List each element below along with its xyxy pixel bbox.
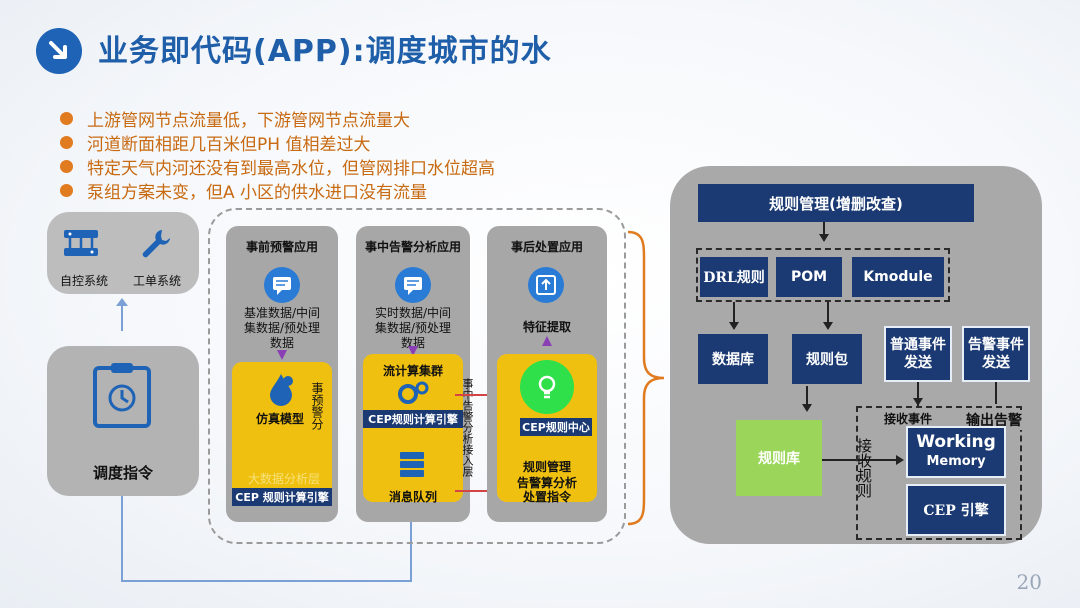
return-line-right [410, 492, 412, 582]
cep-rule-center: CEP规则中心 [520, 418, 592, 436]
pre-data-line1: 基准数据/中间 [243, 306, 321, 320]
mid-alarm-header: 事中告警分析应用 [364, 240, 461, 254]
system-label-auto-control: 自控系统 [59, 274, 108, 288]
water-drop-icon [264, 372, 298, 410]
connector-arrow-up [116, 298, 128, 306]
network-icon [62, 228, 100, 262]
mid-data-line3: 数据 [400, 336, 425, 350]
rule-library-box: 规则库 [736, 420, 822, 496]
apps-dashed-container [208, 208, 626, 544]
mid-yellow-block [363, 354, 463, 502]
bullet-item: 泵组方案未变，但A 小区的供水进口没有流量 [60, 178, 495, 203]
bullet-item: 河道断面相距几百米但PH 值相差过大 [60, 130, 495, 155]
pre-side-vertical-text: 事预警分 [310, 382, 324, 430]
receive-event-label: 接收事件 [884, 412, 933, 426]
bullet-item: 特定天气内河还没有到最高水位，但管网排口水位超高 [60, 154, 495, 179]
return-line-bottom [121, 580, 411, 582]
rule-package-box: 规则包 [792, 334, 862, 384]
working-memory-box: Working Memory [906, 426, 1006, 478]
bullet-list: 上游管网节点流量低，下游管网节点流量大 河道断面相距几百米但PH 值相差过大 特… [60, 106, 495, 203]
normal-event-send-box: 普通事件 发送 [884, 326, 952, 382]
pre-data-line3: 数据 [269, 336, 294, 350]
page-title: 业务即代码(APP):调度城市的水 [98, 34, 552, 69]
drl-rules-box: DRL规则 [700, 257, 768, 297]
arrow-head [823, 322, 833, 330]
engine-dashed-container [856, 406, 1022, 540]
mid-data-line1: 实时数据/中间 [374, 306, 452, 320]
message-icon [394, 266, 432, 308]
arrow-head [802, 404, 812, 412]
arrow-head [819, 234, 829, 242]
arrow-stem [995, 382, 997, 404]
kmodule-box: Kmodule [852, 257, 944, 297]
return-line-left [121, 496, 123, 581]
pre-data-line2: 集数据/预处理 [243, 321, 321, 335]
rule-assets-dashed [696, 248, 950, 302]
receive-rules-label: 接收规则 [855, 438, 873, 498]
lightbulb-icon [520, 360, 574, 414]
mid-data-line2: 集数据/预处理 [374, 321, 452, 335]
sim-model-label: 仿真模型 [255, 412, 304, 426]
server-icon [398, 450, 428, 482]
output-alarm-label: 输出告警 [966, 410, 1022, 430]
message-queue-label: 消息队列 [388, 490, 437, 504]
dispatch-label: 调度指令 [92, 464, 153, 482]
rule-admin-box: 规则管理(增删改查) [698, 184, 974, 222]
gears-icon [396, 380, 430, 412]
mid-vertical-note: 事中告警分析接入层 [461, 378, 474, 477]
bullet-dot-icon [60, 111, 73, 125]
orange-brace [626, 230, 666, 526]
post-arrow [542, 336, 552, 346]
bullet-item: 上游管网节点流量低，下游管网节点流量大 [60, 106, 495, 131]
bullet-dot-icon [60, 159, 73, 173]
arrow-stem [827, 302, 829, 324]
message-icon [263, 266, 301, 308]
upload-icon [527, 266, 565, 308]
stream-cluster-label: 流计算集群 [382, 364, 443, 378]
pom-box: POM [776, 257, 842, 297]
bullet-dot-icon [60, 183, 73, 197]
cep-engine-box: CEP 引擎 [906, 484, 1006, 536]
arrow-head [913, 398, 923, 406]
system-label-work-order: 工单系统 [132, 274, 181, 288]
arrow-stem [823, 222, 825, 236]
mid-cep-engine: CEP规则计算引擎 [363, 410, 463, 428]
bigdata-label: 大数据分析层 [247, 472, 320, 486]
connector-line [121, 303, 123, 331]
arrow-right-head [896, 455, 904, 465]
database-box: 数据库 [698, 334, 768, 384]
alarm-analysis-label: 告警算分析 [516, 476, 577, 490]
arrow-stem [806, 386, 808, 406]
title-arrow-icon [36, 28, 82, 74]
arrow-stem [733, 302, 735, 324]
alarm-event-send-box: 告警事件 发送 [962, 326, 1030, 382]
wrench-icon [138, 226, 172, 264]
clipboard-icon [91, 360, 153, 434]
pre-cep-engine: CEP 规则计算引擎 [232, 488, 332, 506]
arrow-right-line [822, 459, 898, 461]
mid-arrow [408, 346, 418, 356]
arrow-head [729, 322, 739, 330]
page-number: 20 [1016, 570, 1042, 594]
pre-warning-header: 事前预警应用 [245, 240, 318, 254]
disposal-instruction-label: 处置指令 [522, 490, 571, 504]
pre-arrow [277, 350, 287, 360]
feature-extraction-label: 特征提取 [522, 320, 571, 334]
bullet-dot-icon [60, 135, 73, 149]
rule-management-label: 规则管理 [522, 460, 571, 474]
post-disposal-header: 事后处置应用 [510, 240, 583, 254]
arrow-stem [917, 382, 919, 406]
